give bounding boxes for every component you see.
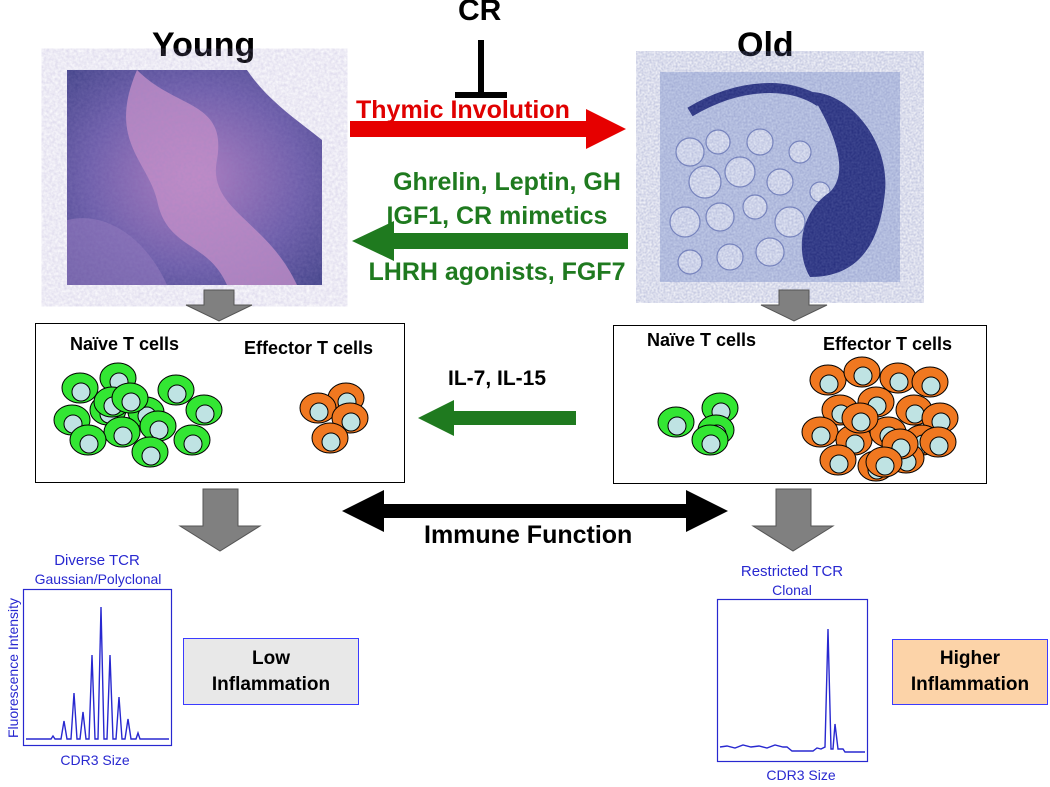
- effector-tcell: [331, 402, 369, 434]
- old-thymus-image: [660, 72, 900, 282]
- naive-tcell: [185, 394, 223, 426]
- young-spectra-title: Diverse TCR: [54, 552, 140, 569]
- rejuvenation-factors-3: LHRH agonists, FGF7: [368, 258, 626, 286]
- naive-tcell: [657, 406, 695, 438]
- down-arrow-icon: [185, 289, 253, 322]
- effector-tcell: [843, 356, 881, 388]
- young-title: Young: [152, 26, 256, 64]
- cytokine-label: IL-7, IL-15: [448, 367, 547, 390]
- young-effector-label: Effector T cells: [244, 338, 374, 358]
- down-arrow-icon: [751, 488, 835, 552]
- naive-tcell: [61, 372, 99, 404]
- old-effector-label: Effector T cells: [823, 334, 953, 354]
- naive-tcell: [111, 382, 149, 414]
- old-naive-label: Naïve T cells: [647, 330, 757, 350]
- immune-function-label: Immune Function: [424, 521, 633, 549]
- naive-tcell: [69, 424, 107, 456]
- naive-tcell: [691, 424, 729, 456]
- low-inflammation-line1: Low: [251, 647, 290, 669]
- higher-inflammation-line2: Inflammation: [910, 674, 1030, 695]
- effector-tcell: [311, 422, 349, 454]
- rejuvenation-factors-2: IGF1, CR mimetics: [386, 202, 608, 230]
- effector-tcell: [879, 362, 917, 394]
- effector-tcell: [841, 402, 879, 434]
- effector-tcell: [819, 444, 857, 476]
- effector-tcell: [919, 426, 957, 458]
- effector-tcell: [911, 366, 949, 398]
- effector-tcell: [921, 402, 959, 434]
- naive-tcell: [173, 424, 211, 456]
- naive-tcell: [157, 374, 195, 406]
- young-spectratype-plot: [22, 588, 173, 747]
- young-spectra-ylabel: Fluorescence Intensity: [5, 597, 21, 739]
- naive-tcell: [103, 416, 141, 448]
- low-inflammation-line2: Inflammation: [211, 673, 331, 695]
- young-thymus-image: [67, 70, 322, 285]
- rejuvenation-factors-1: Ghrelin, Leptin, GH: [393, 168, 621, 196]
- young-spectra-xlabel: CDR3 Size: [60, 752, 130, 768]
- young-spectra-subtitle: Gaussian/Polyclonal: [34, 571, 162, 587]
- down-arrow-icon: [760, 289, 828, 322]
- effector-tcell: [299, 392, 337, 424]
- thymic-involution-label: Thymic Involution: [356, 96, 570, 124]
- old-spectra-subtitle: Clonal: [772, 582, 812, 598]
- naive-tcell: [131, 436, 169, 468]
- effector-tcell: [865, 446, 903, 478]
- higher-inflammation-line1: Higher: [939, 648, 1001, 669]
- young-naive-label: Naïve T cells: [70, 334, 180, 354]
- old-spectra-title: Restricted TCR: [740, 563, 844, 580]
- old-title: Old: [737, 26, 794, 64]
- effector-tcell: [809, 364, 847, 396]
- naive-tcell: [139, 410, 177, 442]
- old-spectra-xlabel: CDR3 Size: [766, 767, 836, 783]
- down-arrow-icon: [178, 488, 262, 552]
- effector-tcell: [801, 416, 839, 448]
- cr-label: CR: [458, 0, 502, 27]
- old-spectratype-plot: [716, 598, 869, 763]
